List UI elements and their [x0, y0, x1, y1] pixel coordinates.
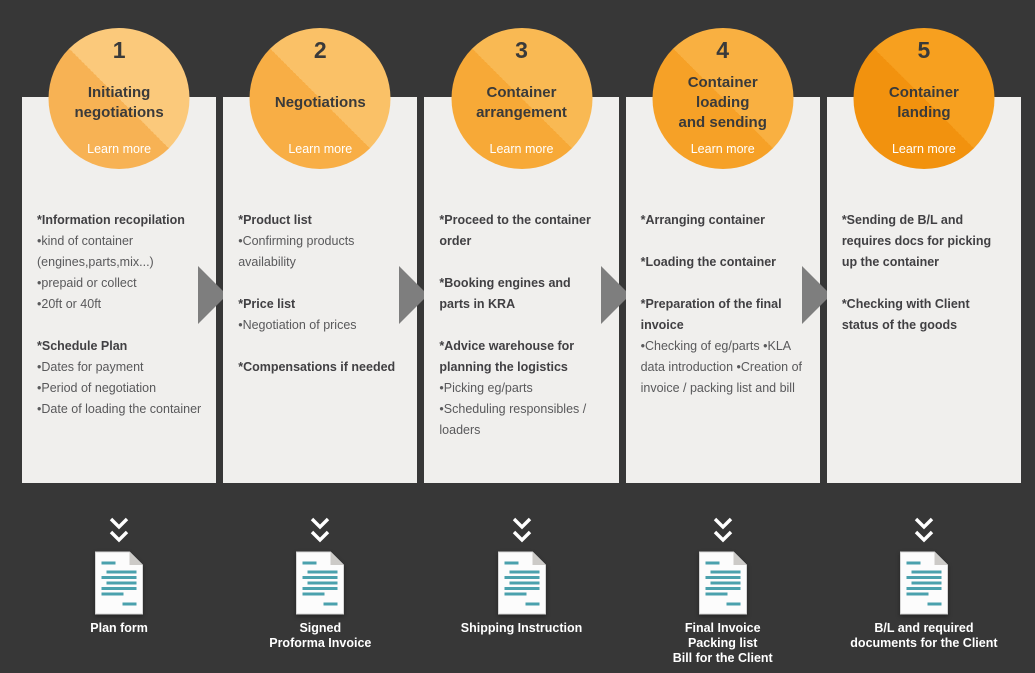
document-icon [296, 551, 345, 615]
deliverable-label: Signed Proforma Invoice [269, 621, 372, 650]
detail-line: •kind of container (engines,parts,mix...… [37, 234, 154, 269]
step-number: 4 [716, 37, 730, 63]
step-column-4: *Arranging container *Loading the contai… [625, 0, 831, 673]
document-icon [497, 551, 546, 615]
detail-line: •prepaid or collect [37, 276, 137, 290]
deliverable-label: Final Invoice Packing list Bill for the … [672, 621, 773, 665]
detail-line: *Booking engines and parts in KRA [439, 276, 571, 311]
chevron-double-down-icon [512, 517, 531, 543]
detail-line: •Checking of eg/parts •KLA data introduc… [640, 339, 803, 395]
learn-more-link[interactable]: Learn more [891, 142, 956, 156]
detail-line: *Proceed to the container order [439, 213, 591, 248]
detail-line: •Negotiation of prices [238, 318, 357, 332]
chevron-double-down-icon [713, 517, 732, 543]
step-1-circle[interactable]: 1 Initiating negotiations Learn more [48, 28, 190, 169]
step-title: Container loading and sending [678, 74, 767, 131]
step-number: 3 [515, 37, 528, 63]
arrow-right-icon [198, 266, 228, 324]
arrow-right-icon [600, 266, 630, 324]
detail-line: •Date of loading the container [37, 402, 202, 416]
learn-more-link[interactable]: Learn more [87, 142, 152, 156]
detail-line: *Preparation of the final invoice [640, 297, 782, 332]
detail-line: •Confirming products availability [238, 234, 355, 269]
detail-line: •20ft or 40ft [37, 297, 102, 311]
step-number: 5 [917, 37, 931, 63]
detail-line: •Dates for payment [37, 360, 144, 374]
document-icon [698, 551, 747, 615]
step-title: Negotiations [274, 94, 366, 112]
step-5-circle[interactable]: 5 Container landing Learn more [853, 28, 995, 169]
arrow-right-icon [801, 266, 831, 324]
arrow-right-icon [399, 266, 429, 324]
detail-line: *Compensations if needed [238, 360, 396, 374]
step-number: 2 [313, 37, 327, 63]
detail-line: *Price list [238, 297, 296, 311]
detail-line: *Product list [238, 213, 312, 227]
deliverable-label: B/L and required documents for the Clien… [850, 621, 998, 650]
detail-line: •Period of negotiation [37, 381, 157, 395]
detail-line: *Schedule Plan [37, 339, 128, 353]
step-column-5: *Sending de B/L and requires docs for pi… [826, 0, 1022, 673]
document-icon [95, 551, 144, 615]
step-2-circle[interactable]: 2 Negotiations Learn more [249, 28, 391, 169]
detail-line: *Advice warehouse for planning the logis… [439, 339, 575, 374]
step-number: 1 [112, 37, 126, 63]
detail-line: *Arranging container [640, 213, 765, 227]
deliverable-label: Plan form [90, 621, 148, 635]
detail-line: *Sending de B/L and requires docs for pi… [841, 213, 992, 269]
detail-line: •Scheduling responsibles / loaders [439, 402, 587, 437]
detail-line: *Information recopilation [37, 213, 185, 227]
chevron-double-down-icon [914, 517, 934, 543]
chevron-double-down-icon [311, 517, 330, 543]
deliverable-label: Shipping Instruction [460, 621, 583, 635]
learn-more-link[interactable]: Learn more [288, 142, 353, 156]
process-diagram: *Information recopilation •kind of conta… [22, 0, 1022, 673]
step-3-circle[interactable]: 3 Container arrangement Learn more [451, 28, 592, 169]
step-title: Container landing [888, 84, 959, 121]
step-5-panel: *Sending de B/L and requires docs for pi… [826, 97, 1022, 483]
step-column-2: *Product list •Confirming products avail… [223, 0, 429, 673]
step-column-3: *Proceed to the container order *Booking… [424, 0, 630, 673]
document-icon [899, 551, 948, 615]
chevron-double-down-icon [109, 517, 129, 543]
detail-line: *Loading the container [640, 255, 777, 269]
step-title: Container arrangement [476, 84, 567, 121]
step-title: Initiating negotiations [74, 84, 164, 121]
step-4-circle[interactable]: 4 Container loading and sending Learn mo… [652, 28, 794, 169]
detail-line: •Picking eg/parts [439, 381, 533, 395]
step-column-1: *Information recopilation •kind of conta… [22, 0, 228, 673]
detail-line: *Checking with Client status of the good… [841, 297, 970, 332]
learn-more-link[interactable]: Learn more [489, 142, 554, 156]
learn-more-link[interactable]: Learn more [690, 142, 755, 156]
